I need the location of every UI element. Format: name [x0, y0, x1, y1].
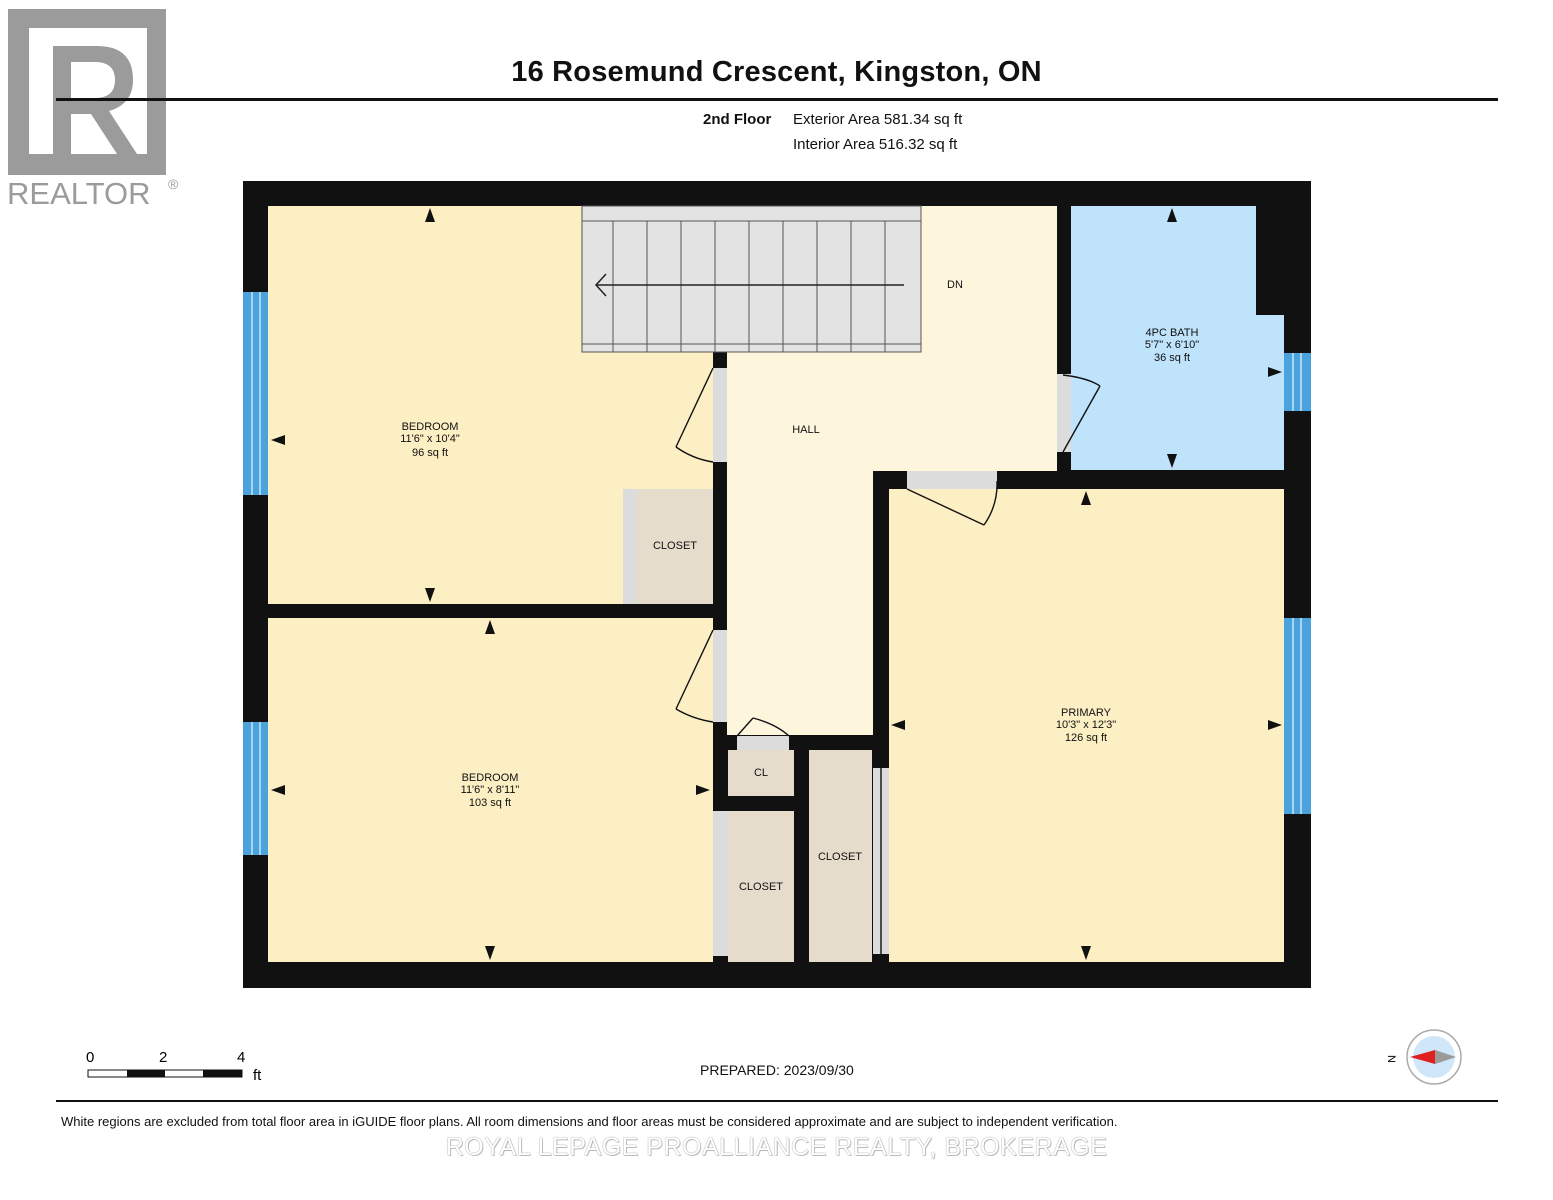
scale-tick-0: 0 — [86, 1049, 94, 1066]
room-4pc-bath — [1071, 206, 1284, 470]
prepared-date: PREPARED: 2023/09/30 — [700, 1062, 854, 1078]
bedroom-top-name: BEDROOM — [402, 421, 459, 433]
dimension-arrows — [271, 208, 1282, 960]
closet-right — [809, 750, 872, 962]
window-primary — [1284, 618, 1311, 814]
closet-top-label: CLOSET — [653, 540, 697, 552]
bedroom-top-dims: 11'6" x 10'4" — [400, 433, 460, 445]
window-bath — [1284, 353, 1311, 411]
room-bedroom-bottom — [268, 618, 713, 962]
bedroom-bottom-name: BEDROOM — [462, 772, 519, 784]
stairs-arrow-icon — [594, 273, 607, 297]
hall-label: HALL — [792, 424, 820, 436]
door-swings — [675, 367, 1101, 954]
room-hall-lower — [727, 471, 873, 735]
bath-area: 36 sq ft — [1154, 352, 1190, 364]
stairs — [581, 205, 922, 353]
closet-top — [637, 489, 713, 604]
primary-name: PRIMARY — [1061, 707, 1112, 719]
bedroom-top-area: 96 sq ft — [412, 447, 448, 459]
bedroom-bottom-area: 103 sq ft — [469, 797, 511, 809]
closet-right-label: CLOSET — [818, 851, 862, 863]
realtor-logo-text: REALTOR — [7, 176, 151, 211]
bath-dims: 5'7" x 6'10" — [1145, 339, 1199, 351]
stairs-label: DN — [947, 279, 963, 291]
closet-left-label: CLOSET — [739, 881, 783, 893]
primary-area: 126 sq ft — [1065, 732, 1107, 744]
closet-left — [728, 811, 794, 962]
floor-label: 2nd Floor — [703, 111, 772, 128]
title-divider — [56, 98, 1498, 101]
window-bedroom-top — [243, 292, 268, 495]
closet-cl — [728, 750, 794, 796]
interior-area: Interior Area 516.32 sq ft — [793, 136, 958, 153]
realtor-logo-mark: ® — [168, 176, 179, 192]
room-primary — [889, 489, 1284, 962]
scale-unit: ft — [253, 1067, 262, 1084]
compass-icon: N — [1388, 1029, 1462, 1085]
disclaimer-text: White regions are excluded from total fl… — [61, 1114, 1118, 1129]
compass-letter: N — [1388, 1055, 1397, 1063]
brokerage-watermark: ROYAL LEPAGE PROALLIANCE REALTY, BROKERA… — [445, 1133, 1108, 1161]
closet-cl-label: CL — [754, 767, 768, 779]
scale-tick-2: 2 — [159, 1049, 167, 1066]
scale-tick-4: 4 — [237, 1049, 245, 1066]
exterior-area: Exterior Area 581.34 sq ft — [793, 111, 963, 128]
window-bedroom-bottom — [243, 722, 268, 855]
primary-dims: 10'3" x 12'3" — [1056, 719, 1116, 731]
floor-plan: DN HALL BEDROOM 11'6" x 10'4" 96 sq ft B… — [243, 181, 1311, 988]
footer-divider — [56, 1100, 1498, 1102]
page-title: 16 Rosemund Crescent, Kingston, ON — [511, 56, 1042, 88]
bath-name: 4PC BATH — [1146, 327, 1199, 339]
bedroom-bottom-dims: 11'6" x 8'11" — [461, 784, 520, 796]
windows — [243, 292, 1311, 855]
scale-bar: 0 2 4 ft — [86, 1049, 262, 1084]
